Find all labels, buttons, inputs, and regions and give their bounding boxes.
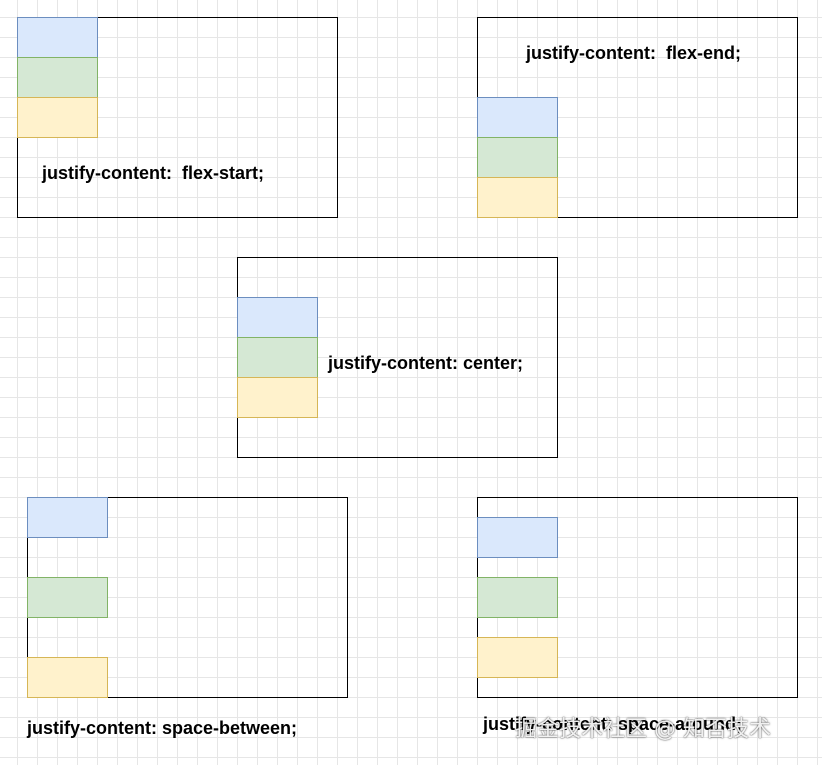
flex-item-3 <box>17 97 98 138</box>
flex-item-2 <box>27 577 108 618</box>
flex-item-1 <box>17 17 98 58</box>
flex-item-3 <box>477 177 558 218</box>
flex-item-3 <box>237 377 318 418</box>
flex-item-3 <box>27 657 108 698</box>
flex-item-1 <box>477 97 558 138</box>
center-label: justify-content: center; <box>328 353 524 373</box>
flex-end-label: justify-content: flex-end; <box>526 43 741 63</box>
space-around-label: justify-content: space-around; <box>483 714 743 734</box>
flex-item-2 <box>17 57 98 98</box>
flex-item-1 <box>237 297 318 338</box>
flex-item-3 <box>477 637 558 678</box>
space-between-label: justify-content: space-between; <box>27 718 298 738</box>
center-container <box>237 257 558 458</box>
watermark: 掘金技术社区 @ 知否技术 <box>515 717 771 742</box>
flex-start-container <box>17 17 338 218</box>
space-around-container <box>477 497 798 698</box>
flex-item-1 <box>27 497 108 538</box>
space-between-container <box>27 497 348 698</box>
flex-start-label: justify-content: flex-start; <box>42 163 265 183</box>
flex-item-2 <box>477 137 558 178</box>
flex-item-1 <box>477 517 558 558</box>
flex-item-2 <box>477 577 558 618</box>
flex-item-2 <box>237 337 318 378</box>
flex-end-container <box>477 17 798 218</box>
